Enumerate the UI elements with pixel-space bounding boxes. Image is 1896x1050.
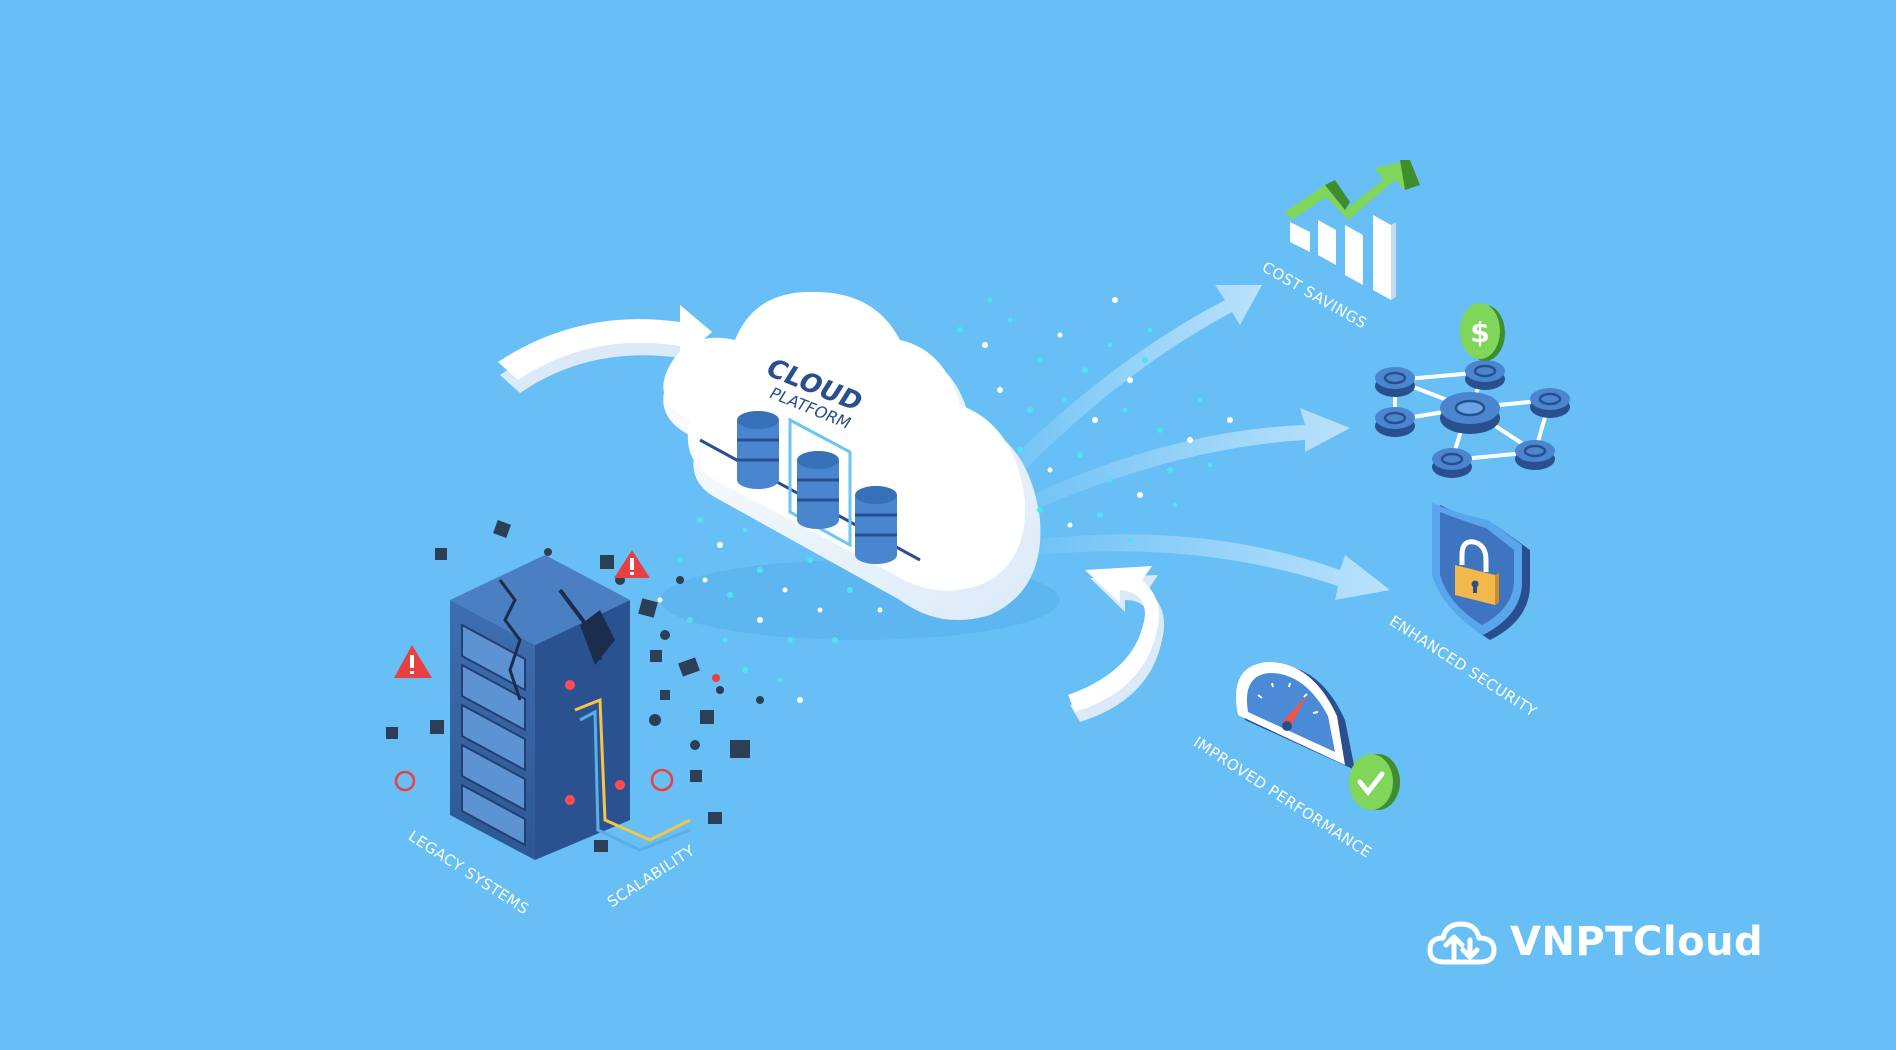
bar-chart-growth-icon: [1285, 160, 1420, 300]
warning-triangle-icon: [394, 550, 650, 678]
broken-server-rack-icon: [450, 555, 691, 860]
check-badge-icon: [1349, 754, 1400, 810]
benefit-arrows: [1000, 285, 1390, 600]
shield-lock-icon: [1432, 503, 1530, 640]
network-nodes-icon: [1375, 360, 1570, 478]
debris: [386, 520, 764, 852]
data-particles: [657, 297, 1233, 703]
return-arrow-icon: [1068, 566, 1165, 722]
dollar-coin-icon: $: [1460, 303, 1505, 361]
cloud-platform-icon: [663, 291, 1041, 620]
brand-logo: VNPTCloud: [1426, 916, 1763, 968]
incoming-arrow-icon: [498, 305, 712, 393]
cloud-sync-icon: [1427, 921, 1497, 965]
brand-logo-text: VNPTCloud: [1510, 919, 1764, 965]
database-icon: [737, 411, 897, 564]
speedometer-icon: [1236, 662, 1355, 770]
error-ring-icon: [394, 674, 720, 792]
svg-text:$: $: [1470, 316, 1489, 349]
